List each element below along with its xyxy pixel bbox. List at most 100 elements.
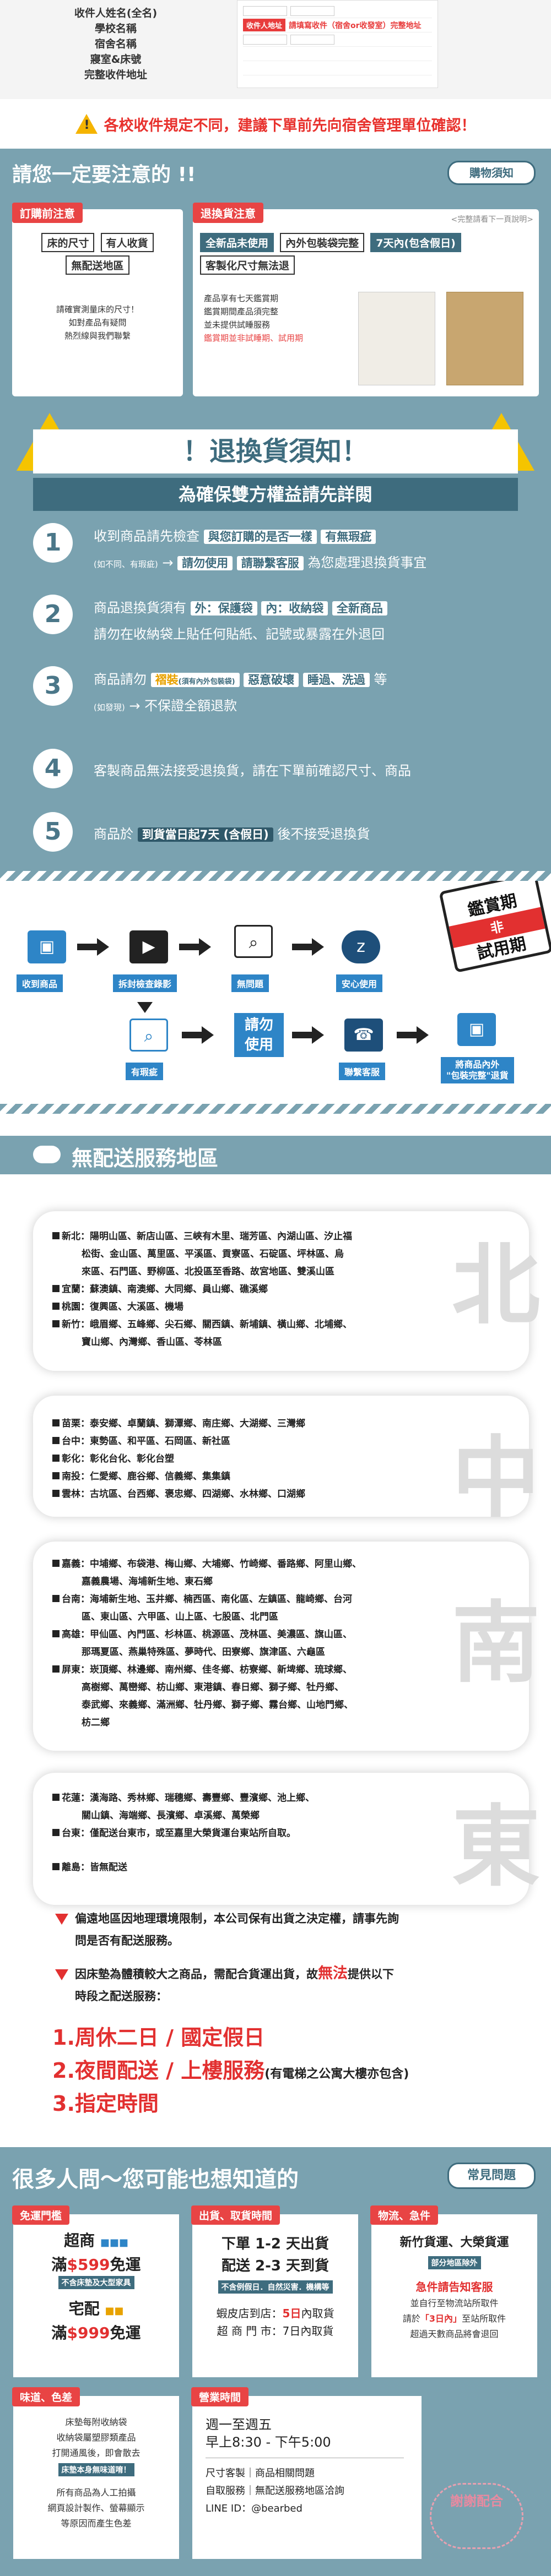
char-north: 北 xyxy=(452,1233,541,1337)
flow-step-unbox: 拆封檢查錄影 xyxy=(113,974,177,992)
support-icon: ☎ xyxy=(344,1019,383,1052)
return-card-hint: <完整請看下一頁說明> xyxy=(451,215,533,224)
no-delivery-header: 無配送服務地區 xyxy=(0,1136,551,1174)
central-panel xyxy=(33,1396,529,1517)
address-labels: 收件人姓名(全名) 學校名稱 宿舍名稱 寢室&床號 完整收件地址 xyxy=(52,6,179,83)
stripe-divider xyxy=(0,871,551,881)
step-4: 4 客製商品無法接受退換貨，請在下單前確認尺寸、商品 xyxy=(33,749,529,793)
defect-icon: ⌕ xyxy=(129,1019,168,1052)
return-banner: ！退換貨須知！ xyxy=(33,429,518,473)
triangle-icon xyxy=(55,1914,68,1925)
order-card-header: 訂購前注意 xyxy=(12,203,83,223)
arrow-icon xyxy=(417,1026,429,1044)
return-box-package: 內外包裝袋完整 xyxy=(280,233,365,252)
step-1: 1 收到商品請先檢查 與您訂購的是否一樣 有無瑕疵 (如不同、有瑕疵) → 請勿… xyxy=(33,523,529,584)
faq-logistics-card: 物流、急件 新竹貨運、大榮貨運 部分地區除外 急件請告知客服 並自行至物流站所取… xyxy=(370,2205,538,2378)
order-box-no-delivery: 無配送地區 xyxy=(66,255,129,275)
east-regions: 花蓮：漢海路、秀林鄉、瑞穗鄉、壽豐鄉、豐濱鄉、池上鄉、 關山鎮、海端鄉、長濱鄉、… xyxy=(52,1789,482,1876)
no-delivery-title: 無配送服務地區 xyxy=(72,1146,219,1170)
central-regions: 苗栗：泰安鄉、卓蘭鎮、獅潭鄉、南庄鄉、大湖鄉、三灣鄉 台中：東勢區、和平區、石岡… xyxy=(52,1415,482,1503)
return-line-3: 並未提供試睡服務 xyxy=(204,320,271,330)
remote-note: 偏遠地區因地理環境限制，本公司保有出貨之決定權，請事先詢 問是否有配送服務。 xyxy=(55,1908,496,1952)
stripe-divider xyxy=(0,1104,551,1114)
arrow-icon xyxy=(199,938,211,956)
video-icon: ▶ xyxy=(129,930,168,963)
mattress-note: 因床墊為體積較大之商品，需配合貨運出貨，故無法提供以下 時段之配送服務： xyxy=(55,1963,496,2007)
arrow-icon xyxy=(202,1026,214,1044)
label-name: 收件人姓名(全名) xyxy=(74,7,158,19)
return-line-1: 產品享有七天鑑賞期 xyxy=(204,293,279,303)
order-box-bed-size: 床的尺寸 xyxy=(41,233,95,252)
char-east: 東 xyxy=(452,1795,541,1898)
return-box-7days: 7天內(包含假日) xyxy=(370,233,461,252)
notice-section: 請您一定要注意的 !! 購物須知 訂購前注意 床的尺寸 有人收貨 無配送地區 請… xyxy=(0,149,551,407)
warning-icon: ! xyxy=(75,114,98,134)
flow-step-ok: 無問題 xyxy=(231,974,269,992)
return-box-new: 全新品未使用 xyxy=(200,233,274,252)
return-card: 退換貨注意 <完整請看下一頁說明> 全新品未使用 內外包裝袋完整 7天內(包含假… xyxy=(193,203,539,396)
inspect-icon: ⌕ xyxy=(234,925,273,958)
flow-step-contact: 聯繫客服 xyxy=(339,1063,386,1080)
return-box-custom: 客製化尺寸無法退 xyxy=(200,255,295,275)
do-not-use-badge: 請勿 使用 xyxy=(234,1013,284,1057)
step-3: 3 商品請勿 褶裝(須有內外包裝袋) 惡意破壞 睡過、洗過 等 (如發現) → … xyxy=(33,666,529,727)
faq-section: 很多人問～您可能也想知道的 常見問題 免運門檻 超商 ■■■ 滿$599免運 不… xyxy=(0,2147,551,2576)
arrow-icon xyxy=(312,1026,324,1044)
sleep-icon: z xyxy=(342,930,380,963)
label-school: 學校名稱 xyxy=(94,23,137,35)
return-line-2: 鑑賞期間產品須完整 xyxy=(204,307,279,317)
char-central: 中 xyxy=(452,1426,541,1529)
no-service-time: 3.指定時間 xyxy=(52,2092,159,2116)
label-dorm: 宿舍名稱 xyxy=(94,38,137,50)
faq-title: 很多人問～您可能也想知道的 xyxy=(12,2167,299,2192)
faq-smell-card: 味道、色差 床墊每附收納袋 收納袋屬塑膠類產品 打開通風後，即會散去 床墊本身無… xyxy=(12,2387,180,2560)
bag-image-white xyxy=(358,292,435,385)
thanks-badge: 謝謝配合 xyxy=(430,2483,523,2549)
no-delivery-section: 無配送服務地區 北 新北：陽明山區、新店山區、三峽有木里、瑞芳區、內湖山區、汐止… xyxy=(0,1115,551,2147)
order-card: 訂購前注意 床的尺寸 有人收貨 無配送地區 請確實測量床的尺寸！ 如對產品有疑問… xyxy=(12,203,183,396)
trial-seal: 鑑賞期 非 試用期 xyxy=(439,881,551,973)
faq-free-shipping-card: 免運門檻 超商 ■■■ 滿$599免運 不含床墊及大型家具 宅配 ■■ 滿$99… xyxy=(12,2205,180,2378)
order-line-3: 熱烈線與我們聯繫 xyxy=(64,331,131,341)
faq-shipping-card: 出貨、取貨時間 下單 1-2 天出貨 配送 2-3 天到貨 不含例假日．自然災害… xyxy=(191,2205,359,2378)
flow-step-receive: 收到商品 xyxy=(17,974,63,992)
arrow-icon xyxy=(312,938,324,956)
south-panel xyxy=(33,1542,529,1751)
return-line-4: 鑑賞期並非試睡期、試用期 xyxy=(204,333,304,343)
south-regions: 嘉義：中埔鄉、布袋港、梅山鄉、大埔鄉、竹崎鄉、番路鄉、阿里山鄉、 嘉義農場、海埔… xyxy=(52,1555,482,1731)
order-line-1: 請確實測量床的尺寸！ xyxy=(56,304,139,314)
flow-section: 鑑賞期 非 試用期 ▣ 收到商品 ▶ 拆封檢查錄影 ⌕ 無問題 z 安心使用 ⌕… xyxy=(0,881,551,1115)
flow-step-use: 安心使用 xyxy=(336,974,383,992)
order-box-receiver: 有人收貨 xyxy=(100,233,154,252)
store-logos-icon: ■■■ xyxy=(100,2237,128,2248)
order-line-2: 如對產品有疑問 xyxy=(68,318,127,328)
notice-title: 請您一定要注意的 !! xyxy=(12,164,196,186)
triangle-icon xyxy=(55,1969,68,1980)
label-address: 完整收件地址 xyxy=(84,69,147,81)
warning-text: 各校收件規定不同，建議下單前先向宿舍管理單位確認！ xyxy=(104,117,476,134)
faq-hours-card: 營業時間 週一至週五 早上8:30 - 下午5:00 尺寸客製｜商品相關問題 自… xyxy=(191,2387,423,2560)
arrow-down-icon xyxy=(137,1002,153,1013)
warning-bar: ! 各校收件規定不同，建議下單前先向宿舍管理單位確認！ xyxy=(0,99,551,149)
flow-step-defect: 有瑕疵 xyxy=(126,1063,164,1080)
char-south: 南 xyxy=(452,1591,541,1695)
step-5: 5 商品於 到貨當日起7天 (含假日) 後不接受退換貨 xyxy=(33,812,529,856)
cloud-icon xyxy=(33,1146,61,1163)
address-field-tag: 收件人地址 xyxy=(243,19,286,31)
north-panel xyxy=(33,1211,529,1371)
arrow-icon xyxy=(97,938,109,956)
return-subtitle: 為確保雙方權益請先詳閱 xyxy=(33,478,518,511)
truck-icon: ■■ xyxy=(105,2305,124,2317)
no-service-weekend: 1.周休二日 / 國定假日 xyxy=(52,2025,265,2050)
address-form-example: 收件人地址 請填寫收件（宿舍or收發室）完整地址 xyxy=(237,0,438,88)
faq-badge: 常見問題 xyxy=(447,2163,536,2189)
box-icon: ▣ xyxy=(28,930,66,963)
bag-image-brown xyxy=(446,292,523,385)
label-room: 寢室&床號 xyxy=(90,53,142,66)
north-regions: 新北：陽明山區、新店山區、三峽有木里、瑞芳區、內湖山區、汐止福 松街、金山區、萬… xyxy=(52,1228,482,1351)
step-2: 2 商品退換貨須有 外：保護袋 內：收納袋 全新商品 請勿在收納袋上貼任何貼紙、… xyxy=(33,595,529,655)
notice-badge: 購物須知 xyxy=(447,161,536,185)
return-box-icon: ▣ xyxy=(457,1013,496,1046)
address-section: 收件人姓名(全名) 學校名稱 宿舍名稱 寢室&床號 完整收件地址 收件人地址 請… xyxy=(0,0,551,99)
return-policy-section: ! ! ！退換貨須知！ 為確保雙方權益請先詳閱 1 收到商品請先檢查 與您訂購的… xyxy=(0,407,551,881)
